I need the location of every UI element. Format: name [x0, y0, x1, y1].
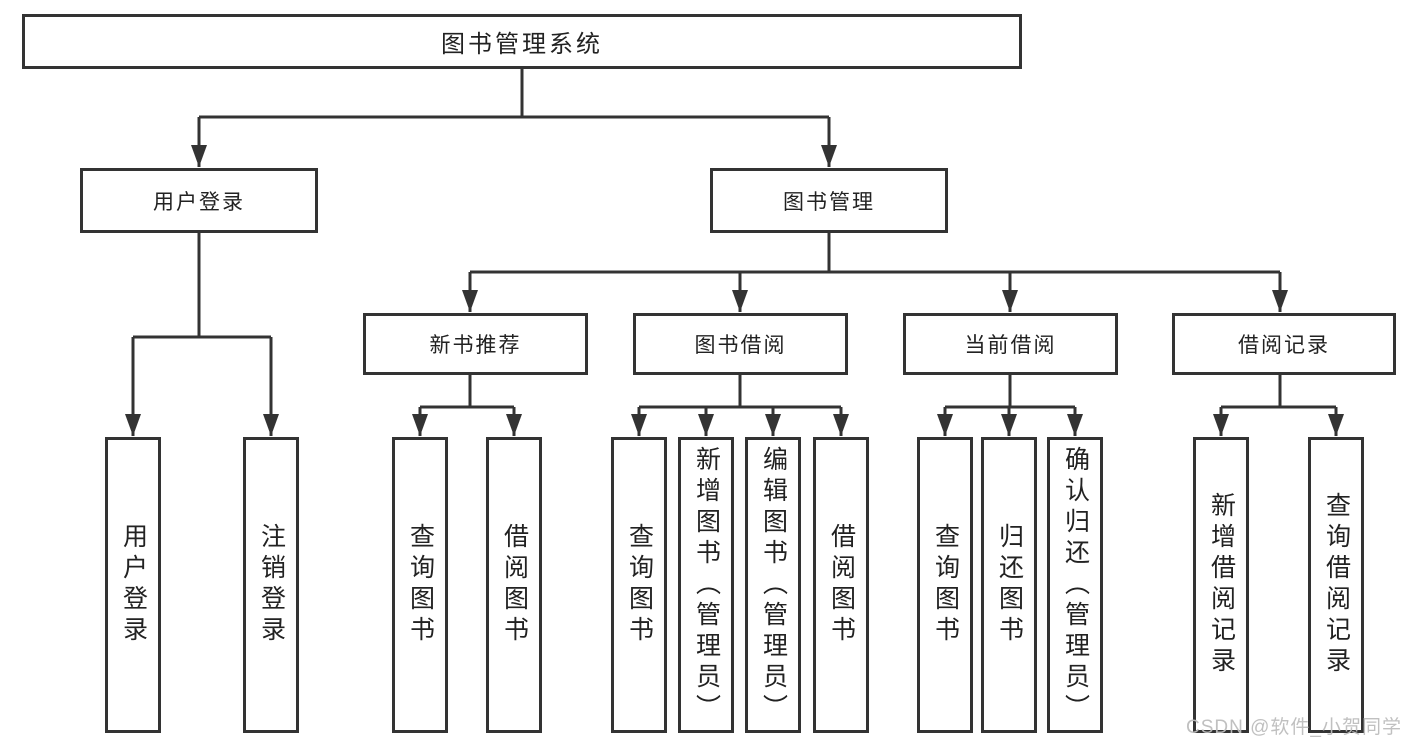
node-label: 图书管理系统	[441, 31, 603, 58]
connector-root-to-level2	[191, 69, 837, 167]
leaf-label: 新增借阅记录	[1207, 492, 1236, 678]
leaf-borrow-books-2: 借阅图书	[813, 437, 869, 733]
node-label: 用户登录	[153, 190, 245, 214]
leaf-label: 归还图书	[995, 523, 1024, 647]
leaf-query-books-2: 查询图书	[611, 437, 667, 733]
node-label: 当前借阅	[964, 334, 1057, 357]
connector-current-borrow	[937, 375, 1083, 436]
node-label: 新书推荐	[429, 334, 522, 357]
node-borrow-records: 借阅记录	[1172, 313, 1396, 375]
connector-borrow-records	[1213, 375, 1344, 436]
leaf-label: 确认归还（管理员）	[1061, 445, 1090, 725]
leaf-query-borrow-record: 查询借阅记录	[1308, 437, 1364, 733]
leaf-label: 用户登录	[119, 523, 148, 647]
leaf-confirm-return-admin: 确认归还（管理员）	[1047, 437, 1103, 733]
leaf-user-login: 用户登录	[105, 437, 161, 733]
connector-book-borrow	[631, 375, 849, 436]
node-user-login: 用户登录	[80, 168, 318, 233]
node-new-book-recommend: 新书推荐	[363, 313, 588, 375]
leaf-label: 借阅图书	[500, 523, 529, 647]
leaf-return-books: 归还图书	[981, 437, 1037, 733]
leaf-borrow-books-1: 借阅图书	[486, 437, 542, 733]
leaf-edit-books-admin: 编辑图书（管理员）	[745, 437, 801, 733]
node-book-borrow: 图书借阅	[633, 313, 848, 375]
leaf-label: 查询图书	[625, 523, 654, 647]
leaf-label: 注销登录	[257, 523, 286, 647]
leaf-label: 查询借阅记录	[1322, 492, 1351, 678]
leaf-add-borrow-record: 新增借阅记录	[1193, 437, 1249, 733]
leaf-label: 新增图书（管理员）	[692, 445, 721, 725]
leaf-add-books-admin: 新增图书（管理员）	[678, 437, 734, 733]
leaf-query-books-3: 查询图书	[917, 437, 973, 733]
node-current-borrow: 当前借阅	[903, 313, 1118, 375]
node-book-management: 图书管理	[710, 168, 948, 233]
leaf-label: 借阅图书	[827, 523, 856, 647]
node-label: 图书借阅	[694, 334, 787, 357]
leaf-query-books-1: 查询图书	[392, 437, 448, 733]
node-library-management-system: 图书管理系统	[22, 14, 1022, 69]
leaf-label: 查询图书	[931, 523, 960, 647]
connector-user-login	[125, 233, 279, 436]
csdn-watermark: CSDN @软件_小贺同学	[1186, 717, 1402, 738]
connector-new-books	[412, 375, 522, 436]
leaf-logout: 注销登录	[243, 437, 299, 733]
connector-book-mgmt	[462, 233, 1288, 312]
leaf-label: 编辑图书（管理员）	[759, 445, 788, 725]
node-label: 图书管理	[783, 190, 875, 214]
leaf-label: 查询图书	[406, 523, 435, 647]
node-label: 借阅记录	[1238, 334, 1330, 357]
